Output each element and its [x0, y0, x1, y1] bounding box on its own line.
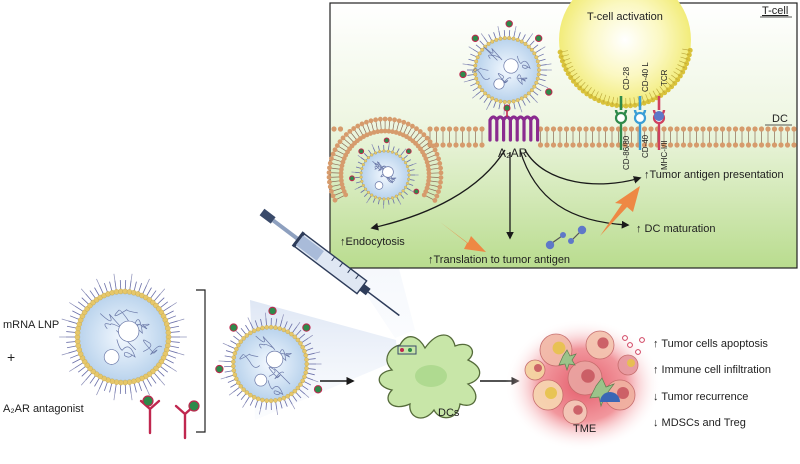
dendritic-cell	[379, 335, 479, 418]
a2ar-antagonist-molecules	[141, 396, 199, 438]
a2ar-label: A₂AR	[498, 146, 528, 160]
dcs-label: DCs	[438, 407, 460, 419]
plus-sign: +	[7, 349, 15, 365]
cd40l-label: CD-40 L	[641, 62, 650, 92]
combine-bracket	[196, 290, 205, 432]
outcome-item: ↓ MDSCs and Treg	[653, 417, 746, 429]
translation-label: ↑Translation to tumor antigen	[428, 254, 570, 266]
dc-maturation-label: ↑ DC maturation	[636, 223, 715, 235]
dc-label: DC	[772, 113, 788, 125]
outcome-item: ↑ Immune cell infiltration	[653, 364, 771, 376]
dc-nucleus	[415, 365, 447, 387]
outcome-item: ↓ Tumor recurrence	[653, 391, 748, 403]
mhc-label: MHC-I/II	[660, 140, 669, 170]
tme-label: TME	[573, 423, 596, 435]
endocytosis-label: ↑Endocytosis	[340, 236, 405, 248]
mrna-lnp-large	[59, 274, 187, 400]
cd28-label: CD-28	[622, 66, 631, 90]
cd8680-label: CD-86/80	[622, 135, 631, 170]
outcome-item: ↑ Tumor cells apoptosis	[653, 338, 768, 350]
a2ar-antagonist-label: A₂AR antagonist	[3, 403, 84, 415]
tcr-label: TCR	[660, 69, 669, 86]
tcell-label: T-cell	[762, 5, 788, 17]
antigen-presentation-label: ↑Tumor antigen presentation	[644, 169, 784, 181]
cd40-label: CD-40	[641, 134, 650, 158]
outcome-list: ↑ Tumor cells apoptosis ↑ Immune cell in…	[653, 338, 771, 429]
inset-panel: T-cell activation T-cell DC CD-28 CD-40 …	[327, 0, 797, 268]
tcell-activation-label: T-cell activation	[587, 11, 663, 23]
mrna-lnp-label: mRNA LNP	[3, 319, 59, 331]
